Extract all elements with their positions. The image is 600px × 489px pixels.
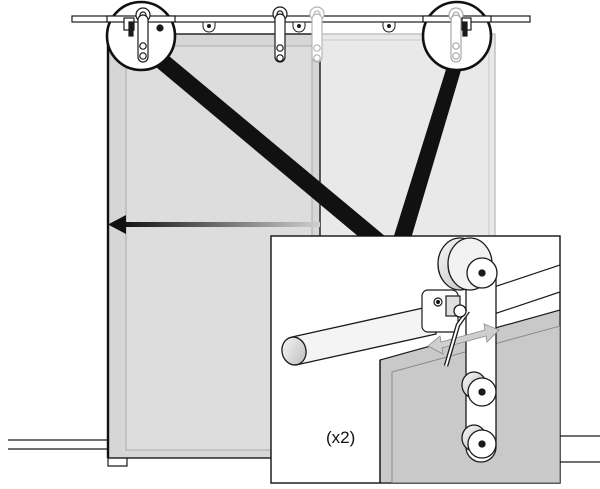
hanger-back-left (309, 6, 325, 63)
detail-top-wheel (437, 237, 498, 291)
quantity-label: (x2) (326, 428, 356, 447)
double-arrow-icon (427, 323, 500, 355)
hanger-front-right (272, 6, 288, 63)
callout-circle-right (421, 0, 493, 72)
callout-pointer-right (392, 63, 462, 242)
detail-bolts (461, 371, 497, 459)
callout-circle-left (105, 0, 177, 72)
arrow-left-icon (108, 215, 320, 234)
callout-pointer-left (150, 51, 392, 242)
rail-supports (202, 21, 396, 33)
detail-rail-clamp (421, 289, 461, 333)
detail-rail (281, 305, 437, 366)
allen-key-icon (443, 304, 470, 367)
detail-inset (270, 235, 561, 484)
